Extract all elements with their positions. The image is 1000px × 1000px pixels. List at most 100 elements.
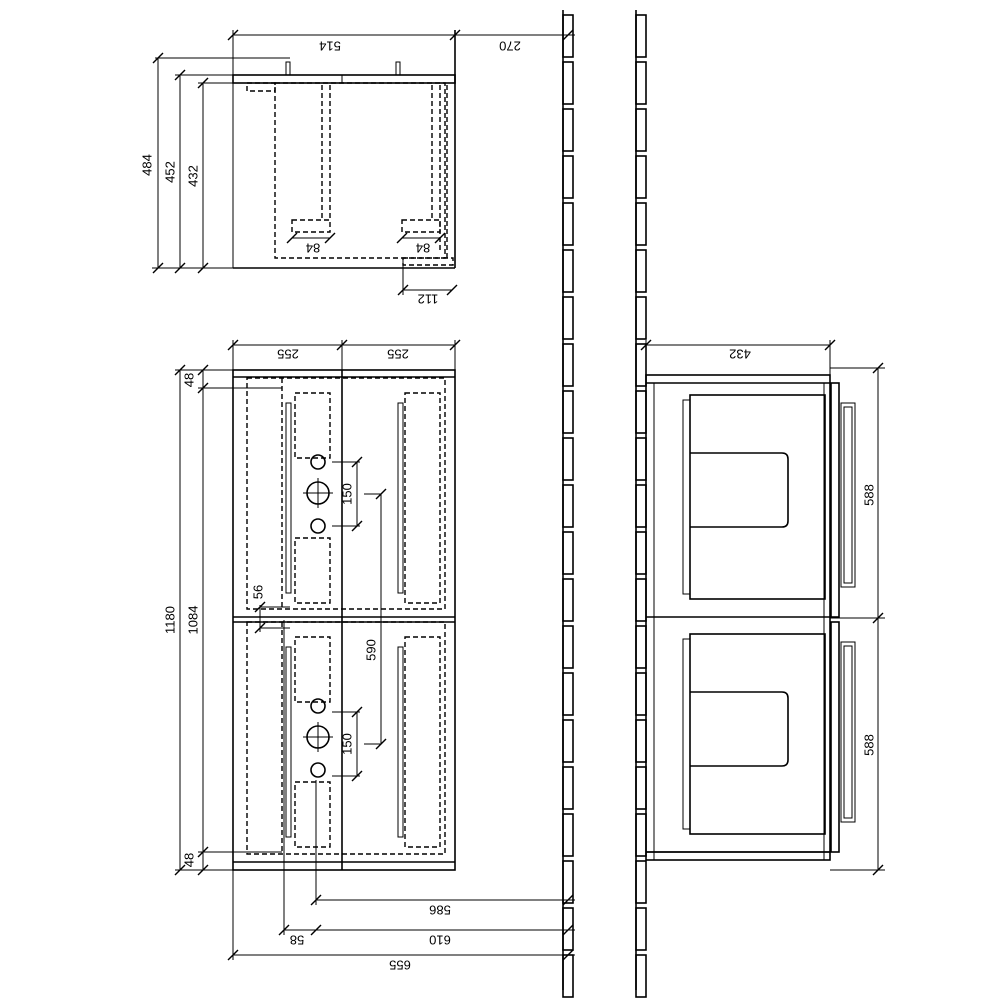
hidden-drawer <box>404 392 441 604</box>
drawer-box <box>689 633 826 835</box>
dim-56: 56 <box>250 585 265 599</box>
wall-brick <box>635 437 647 481</box>
wall-strip-side <box>635 10 647 998</box>
tap-hole-icon <box>310 518 326 534</box>
wall-brick <box>562 672 574 716</box>
dim-255-left: 255 <box>277 347 299 362</box>
wall-brick <box>562 437 574 481</box>
drawer-handle-inner <box>843 645 853 819</box>
drawer-tray <box>690 691 789 767</box>
dim-255-right: 255 <box>387 347 409 362</box>
wall-brick <box>635 578 647 622</box>
wall-brick <box>562 249 574 293</box>
dim-84-left: 84 <box>306 241 320 256</box>
drawer-handle-inner <box>843 406 853 584</box>
drawer-side <box>682 638 691 830</box>
side-view: 432 588 588 <box>640 339 885 876</box>
wall-brick <box>635 108 647 152</box>
hidden-drawer <box>404 636 441 848</box>
dim-270: 270 <box>499 39 521 54</box>
top-view: 514 270 84 84 112 484 452 432 <box>139 29 575 307</box>
wall-brick <box>562 343 574 387</box>
wall-brick <box>635 766 647 810</box>
dim-586: 586 <box>429 903 451 918</box>
hidden-drawer <box>294 781 331 848</box>
door-handle <box>397 646 404 838</box>
wall-brick <box>635 296 647 340</box>
wall-brick <box>562 202 574 246</box>
wall-brick <box>635 155 647 199</box>
wall-brick <box>635 249 647 293</box>
wall-brick <box>635 719 647 763</box>
wall-brick <box>562 14 574 58</box>
drawer-front <box>830 382 840 618</box>
hidden-drawer <box>294 392 331 459</box>
dim-1084: 1084 <box>185 606 200 635</box>
dim-48-top: 48 <box>181 373 196 387</box>
wall-brick <box>562 719 574 763</box>
wall-brick <box>635 860 647 904</box>
dim-150-upper: 150 <box>339 483 354 505</box>
front-view: 255 255 1180 1084 48 48 56 150 150 590 5… <box>162 339 575 973</box>
tap-hole-icon <box>310 762 326 778</box>
door-handle <box>285 646 292 838</box>
drawer-box <box>689 394 826 600</box>
wall-strip-front <box>562 10 574 998</box>
wall-brick <box>635 484 647 528</box>
dim-112: 112 <box>418 292 439 307</box>
tap-hole-icon <box>310 454 326 470</box>
drawer-handle <box>840 402 856 588</box>
wall-brick <box>635 625 647 669</box>
dim-610: 610 <box>429 933 451 948</box>
dim-590: 590 <box>363 639 378 661</box>
drawer-tray <box>690 452 789 528</box>
wall-brick <box>562 954 574 998</box>
wall-brick <box>562 108 574 152</box>
wall-brick <box>635 14 647 58</box>
wall-brick <box>562 484 574 528</box>
dim-1180: 1180 <box>162 606 177 634</box>
wall-brick <box>635 954 647 998</box>
dim-432-height: 432 <box>185 165 200 187</box>
wall-brick <box>635 531 647 575</box>
hidden-drawer <box>294 636 331 703</box>
wall-brick <box>562 390 574 434</box>
dim-452: 452 <box>162 161 177 183</box>
wall-brick <box>635 672 647 716</box>
wall-brick <box>635 61 647 105</box>
wall-brick <box>635 907 647 951</box>
wall-brick <box>635 343 647 387</box>
hidden-carcass <box>246 621 446 855</box>
hidden-drawer <box>294 537 331 604</box>
dim-484: 484 <box>139 154 154 176</box>
dim-432-depth: 432 <box>729 347 751 362</box>
wall-brick <box>562 61 574 105</box>
dim-84-right: 84 <box>416 241 430 256</box>
dim-588-upper: 588 <box>861 484 876 506</box>
wall-brick <box>562 813 574 857</box>
door-handle <box>285 402 292 594</box>
wall-brick <box>635 390 647 434</box>
wall-brick <box>635 202 647 246</box>
wall-brick <box>562 766 574 810</box>
drawer-handle <box>840 641 856 823</box>
wall-brick <box>562 625 574 669</box>
dim-655: 655 <box>389 958 411 973</box>
dim-58: 58 <box>290 933 304 948</box>
dim-588-lower: 588 <box>861 734 876 756</box>
dim-514: 514 <box>319 39 341 54</box>
tap-hole-icon <box>310 698 326 714</box>
dim-150-lower: 150 <box>339 733 354 755</box>
wall-brick <box>562 860 574 904</box>
wall-brick <box>635 813 647 857</box>
wall-brick <box>562 907 574 951</box>
wall-brick <box>562 578 574 622</box>
hidden-carcass <box>246 377 446 610</box>
drawer-front <box>830 621 840 853</box>
wall-brick <box>562 296 574 340</box>
drawer-side <box>682 399 691 595</box>
wall-brick <box>562 531 574 575</box>
wall-brick <box>562 155 574 199</box>
dim-48-bottom: 48 <box>181 853 196 867</box>
